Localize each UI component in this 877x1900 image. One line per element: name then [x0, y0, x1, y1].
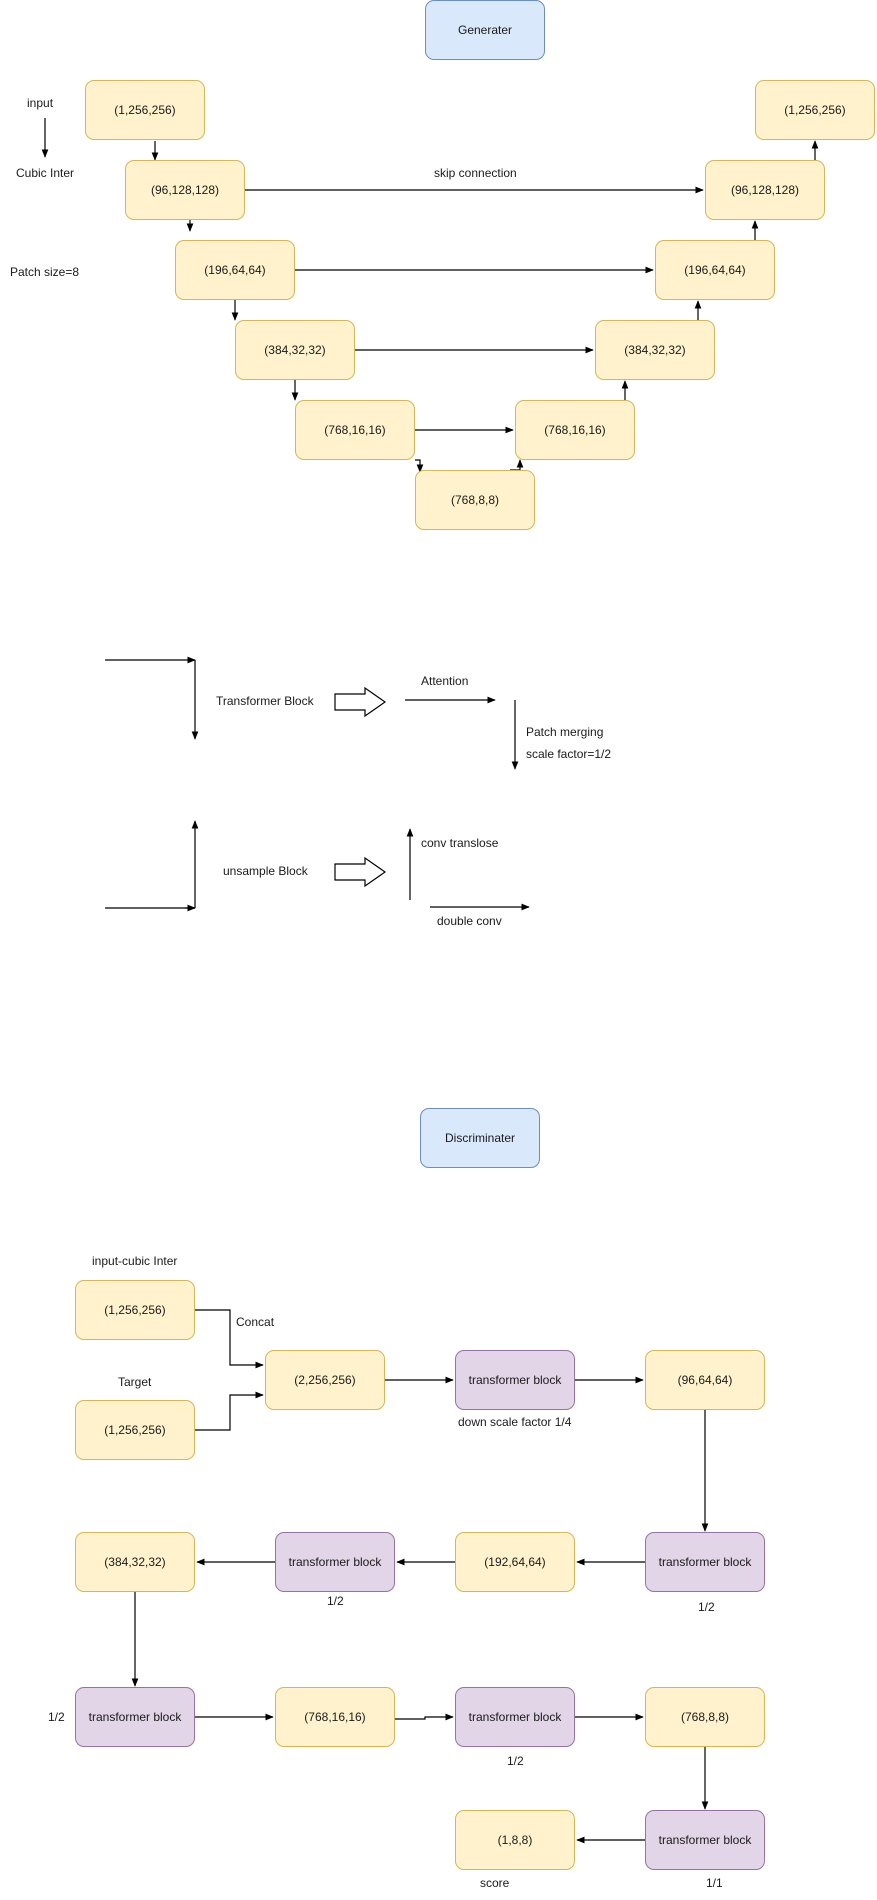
conv-translose-label: conv translose [421, 836, 499, 850]
enc-arrow-5 [415, 459, 424, 473]
decoder-block-2: (384,32,32) [595, 320, 715, 380]
scale-factor-label: scale factor=1/2 [526, 747, 612, 761]
transformer-block-5: transformer block [455, 1687, 575, 1747]
disc-input-block: (1,256,256) [75, 1280, 195, 1340]
scale-half-label-4: 1/2 [507, 1754, 524, 1768]
bottleneck-block: (768,8,8) [415, 470, 535, 530]
scale-half-label-1: 1/2 [698, 1600, 715, 1614]
transformer-block-1: transformer block [455, 1350, 575, 1410]
feature-192-block: (192,64,64) [455, 1532, 575, 1592]
ub-hollow-arrow [334, 856, 387, 888]
encoder-block-5: (768,16,16) [295, 400, 415, 460]
score-block: (1,8,8) [455, 1810, 575, 1870]
decoder-block-1: (768,16,16) [515, 400, 635, 460]
unsample-block-legend-label: unsample Block [223, 864, 308, 878]
input-to-concat [195, 1309, 264, 1369]
transformer-block-4: transformer block [75, 1687, 195, 1747]
encoder-block-2: (96,128,128) [125, 160, 245, 220]
double-conv-label: double conv [437, 914, 502, 928]
attention-label: Attention [421, 674, 469, 688]
cubic-inter-label: Cubic Inter [16, 166, 75, 180]
target-to-concat [195, 1391, 264, 1431]
score-label: score [480, 1876, 510, 1890]
scale-half-label-2: 1/2 [327, 1594, 344, 1608]
feature-768-8-block: (768,8,8) [645, 1687, 765, 1747]
tb-hollow-arrow [334, 686, 387, 718]
feature-96-block: (96,64,64) [645, 1350, 765, 1410]
concat-block: (2,256,256) [265, 1350, 385, 1410]
input-label: input [27, 96, 54, 110]
encoder-block-1: (1,256,256) [85, 80, 205, 140]
patch-merging-label: Patch merging [526, 725, 604, 739]
encoder-block-3: (196,64,64) [175, 240, 295, 300]
dec-arrow-1 [510, 459, 524, 471]
transformer-block-2: transformer block [645, 1532, 765, 1592]
encoder-block-4: (384,32,32) [235, 320, 355, 380]
feature-384-block: (384,32,32) [75, 1532, 195, 1592]
decoder-block-5: (1,256,256) [755, 80, 875, 140]
concat-label: Concat [236, 1315, 275, 1329]
target-label: Target [118, 1375, 152, 1389]
skip-connection-label: skip connection [434, 166, 517, 180]
scale-half-label-3: 1/2 [48, 1710, 65, 1724]
disc-target-block: (1,256,256) [75, 1400, 195, 1460]
patch-size-label: Patch size=8 [10, 265, 80, 279]
input-cubic-label: input-cubic Inter [92, 1254, 178, 1268]
transformer-block-3: transformer block [275, 1532, 395, 1592]
scale-one-label: 1/1 [706, 1876, 723, 1890]
generator-title: Generater [425, 0, 545, 60]
transformer-block-legend-label: Transformer Block [216, 694, 314, 708]
f768-16-to-tb [395, 1713, 454, 1721]
decoder-block-4: (96,128,128) [705, 160, 825, 220]
decoder-block-3: (196,64,64) [655, 240, 775, 300]
transformer-block-6: transformer block [645, 1810, 765, 1870]
discriminator-title: Discriminater [420, 1108, 540, 1168]
feature-768-16-block: (768,16,16) [275, 1687, 395, 1747]
down-scale-label: down scale factor 1/4 [458, 1415, 572, 1429]
